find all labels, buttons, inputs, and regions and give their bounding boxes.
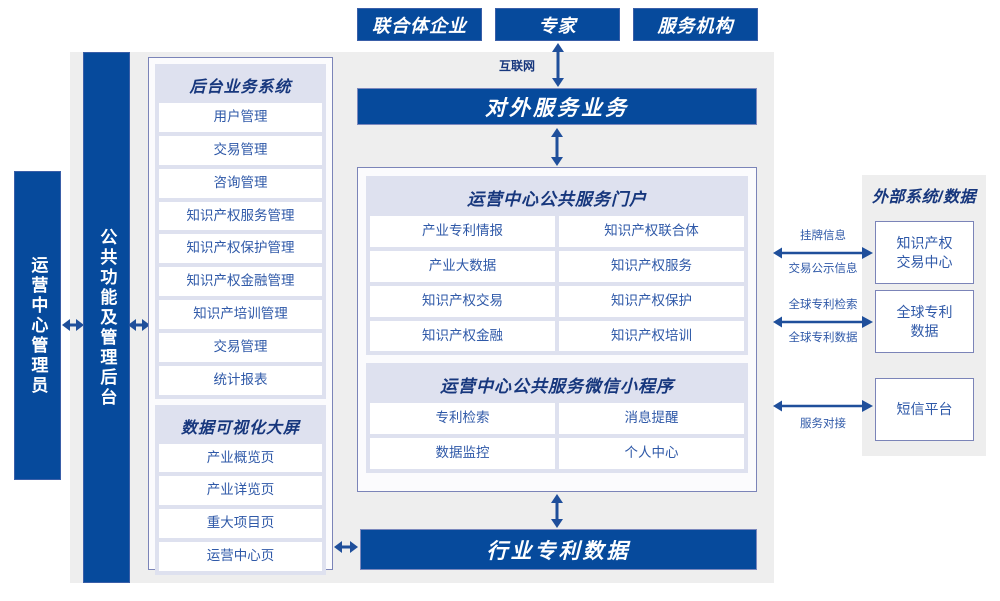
- list-item[interactable]: 知识产权金融管理: [159, 267, 322, 297]
- list-item[interactable]: 交易管理: [159, 135, 322, 165]
- actor-box-expert[interactable]: 专家: [495, 8, 620, 41]
- portal-item[interactable]: 知识产权培训: [559, 320, 744, 352]
- backoffice-title: 后台业务系统: [189, 79, 292, 96]
- portal-item[interactable]: 知识产权交易: [370, 285, 555, 317]
- backend-to-backoffice-arrow: [128, 315, 150, 335]
- list-item[interactable]: 重大项目页: [159, 509, 322, 539]
- external-link-label-above: 全球专利检索: [788, 299, 858, 311]
- list-item[interactable]: 咨询管理: [159, 168, 322, 198]
- external-link-arrow-3: [773, 396, 873, 416]
- industry-patent-data-bar[interactable]: 行业专利数据: [360, 529, 757, 570]
- miniprogram-item[interactable]: 专利检索: [370, 403, 555, 435]
- list-item[interactable]: 统计报表: [159, 365, 322, 395]
- portal-group: 运营中心公共服务门户 产业专利情报 知识产权联合体 产业大数据 知识产权服务 知…: [366, 176, 748, 356]
- role-bar-public-function-backend[interactable]: 公共功能及管理后台: [83, 52, 130, 583]
- dataviz-group: 数据可视化大屏 产业概览页 产业详览页 重大项目页 运营中心页: [155, 404, 326, 575]
- portal-card: 运营中心公共服务门户 产业专利情报 知识产权联合体 产业大数据 知识产权服务 知…: [357, 167, 757, 492]
- external-box-label: 全球专利数据: [896, 303, 953, 339]
- list-item[interactable]: 用户管理: [159, 103, 322, 132]
- internet-arrow: [548, 43, 568, 87]
- portal-item[interactable]: 知识产权金融: [370, 320, 555, 352]
- actor-label: 专家: [538, 15, 577, 36]
- list-item[interactable]: 产业详览页: [159, 476, 322, 506]
- external-link-arrow-2: [773, 312, 873, 332]
- list-item[interactable]: 知识产权服务管理: [159, 201, 322, 231]
- actor-box-alliance-enterprise[interactable]: 联合体企业: [357, 8, 482, 41]
- external-link-label-above: 挂牌信息: [800, 230, 846, 242]
- actor-label: 联合体企业: [372, 15, 467, 36]
- portal-title: 运营中心公共服务门户: [467, 190, 647, 209]
- backoffice-card: 后台业务系统 用户管理 交易管理 咨询管理 知识产权服务管理 知识产权保护管理 …: [148, 57, 333, 575]
- portal-item[interactable]: 知识产权服务: [559, 250, 744, 282]
- internet-link-label: 互联网: [498, 59, 535, 73]
- external-box-sms-platform[interactable]: 短信平台: [875, 378, 974, 441]
- dataviz-to-industry-data-arrow: [334, 537, 358, 557]
- external-box-global-patent-data[interactable]: 全球专利数据: [875, 290, 974, 353]
- portal-to-industry-data-arrow: [547, 494, 567, 528]
- role-bar-label: 公共功能及管理后台: [97, 227, 117, 408]
- dataviz-title: 数据可视化大屏: [180, 419, 300, 437]
- industry-patent-data-label: 行业专利数据: [486, 539, 631, 563]
- external-link-label-below: 服务对接: [800, 418, 846, 430]
- portal-item[interactable]: 产业大数据: [370, 250, 555, 282]
- list-item[interactable]: 交易管理: [159, 332, 322, 362]
- external-service-bar[interactable]: 对外服务业务: [357, 88, 757, 125]
- actor-box-service-agency[interactable]: 服务机构: [633, 8, 758, 41]
- role-bar-label: 运营中心管理员: [28, 255, 48, 396]
- list-item[interactable]: 产业概览页: [159, 443, 322, 473]
- external-link-label-below: 交易公示信息: [788, 263, 858, 275]
- list-item[interactable]: 运营中心页: [159, 542, 322, 571]
- admin-to-backend-arrow: [62, 315, 84, 335]
- list-item[interactable]: 知识产权保护管理: [159, 234, 322, 264]
- external-box-label: 知识产权交易中心: [896, 234, 953, 270]
- external-systems-title: 外部系统/数据: [872, 189, 976, 206]
- miniprogram-item[interactable]: 数据监控: [370, 438, 555, 470]
- miniprogram-item[interactable]: 个人中心: [559, 438, 744, 470]
- external-link-label-below: 全球专利数据: [788, 332, 858, 344]
- external-link-arrow-1: [773, 243, 873, 263]
- backoffice-group: 后台业务系统 用户管理 交易管理 咨询管理 知识产权服务管理 知识产权保护管理 …: [155, 64, 326, 399]
- miniprogram-title: 运营中心公共服务微信小程序: [440, 377, 674, 397]
- role-bar-operations-admin[interactable]: 运营中心管理员: [14, 171, 61, 480]
- external-box-label: 短信平台: [896, 401, 953, 418]
- service-to-portal-arrow: [547, 128, 567, 166]
- miniprogram-item[interactable]: 消息提醒: [559, 403, 744, 435]
- portal-item[interactable]: 知识产权保护: [559, 285, 744, 317]
- portal-item[interactable]: 知识产权联合体: [559, 216, 744, 247]
- list-item[interactable]: 知识产培训管理: [159, 300, 322, 329]
- external-box-ip-trading-center[interactable]: 知识产权交易中心: [875, 221, 974, 284]
- external-service-bar-label: 对外服务业务: [485, 96, 629, 120]
- miniprogram-group: 运营中心公共服务微信小程序 专利检索 消息提醒 数据监控 个人中心: [366, 363, 748, 474]
- actor-label: 服务机构: [657, 15, 734, 36]
- portal-item[interactable]: 产业专利情报: [370, 216, 555, 247]
